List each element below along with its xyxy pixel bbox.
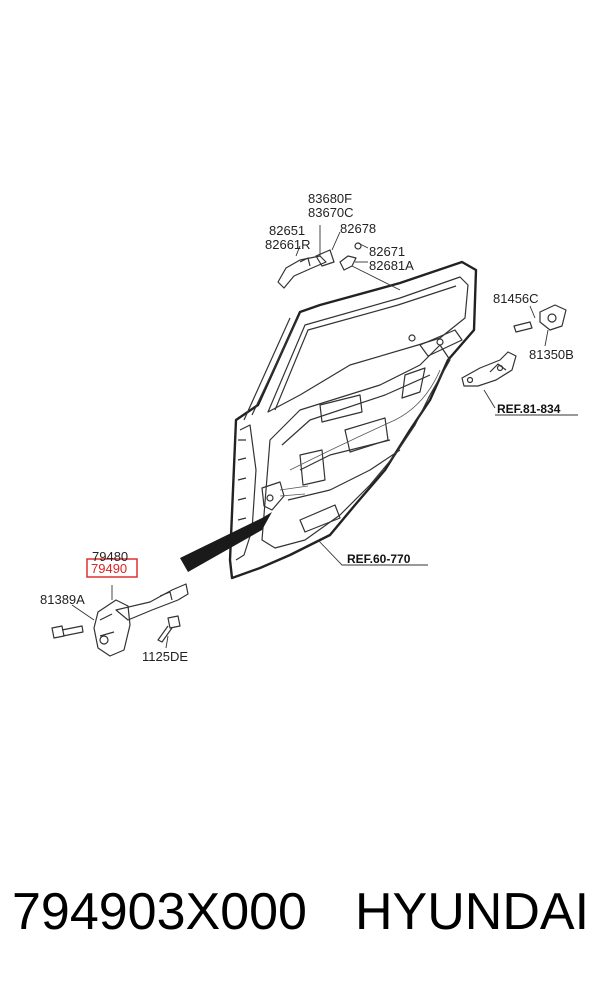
label-81389A: 81389A bbox=[40, 592, 85, 607]
rear-door-assembly bbox=[228, 260, 478, 580]
label-81456C: 81456C bbox=[493, 291, 539, 306]
latch-parts bbox=[461, 304, 578, 416]
brand-name: HYUNDAI bbox=[355, 883, 590, 941]
label-82661R: 82661R bbox=[265, 237, 311, 252]
label-79480: 79480 bbox=[92, 549, 128, 564]
label-82671: 82671 bbox=[369, 244, 405, 259]
ref-60-770-leader bbox=[317, 539, 428, 566]
ref-60-770: REF.60-770 bbox=[347, 552, 411, 566]
part-number: 794903X000 bbox=[12, 883, 307, 941]
label-79490-highlighted: 79490 bbox=[91, 561, 127, 576]
label-82681A: 82681A bbox=[369, 258, 414, 273]
footer: 794903X000 HYUNDAI bbox=[0, 872, 600, 952]
pointer-wedge bbox=[180, 512, 272, 572]
label-83670C: 83670C bbox=[308, 205, 354, 220]
outside-handle-parts bbox=[277, 225, 401, 291]
label-82678: 82678 bbox=[340, 221, 376, 236]
ref-81-834: REF.81-834 bbox=[497, 402, 561, 416]
label-83680F: 83680F bbox=[308, 191, 352, 206]
door-check-assembly bbox=[51, 583, 189, 657]
label-82651: 82651 bbox=[269, 223, 305, 238]
label-1125DE: 1125DE bbox=[142, 649, 188, 664]
exploded-parts-diagram: 83680F 83670C 82651 82661R 82678 82671 8… bbox=[40, 191, 578, 664]
highlight-box bbox=[86, 558, 138, 578]
label-81350B: 81350B bbox=[529, 347, 574, 362]
